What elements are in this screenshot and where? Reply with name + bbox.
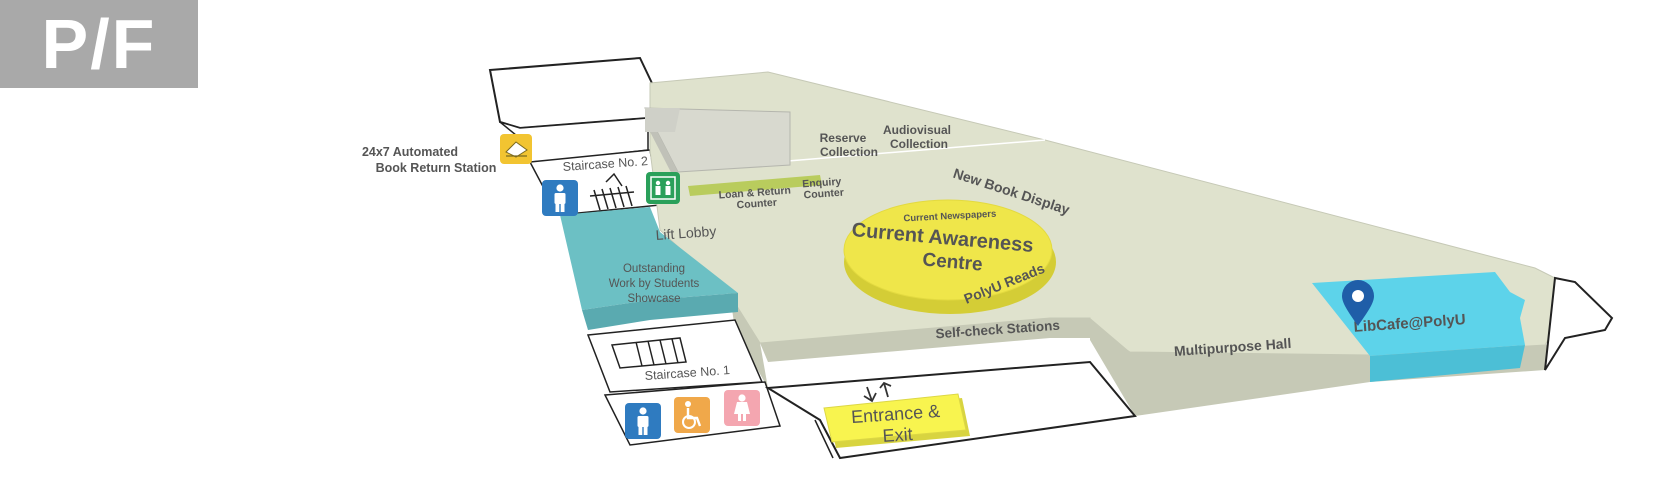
audiovisual-label-line2: Collection [890,137,948,151]
loan-return-label-line1: Loan & Return [718,184,791,201]
staircase-2-steps [589,172,635,211]
reserve-label-line2: Collection [820,145,878,159]
audiovisual-label-line1: Audiovisual [883,123,951,137]
floor-label: P/F [0,0,198,88]
loan-return-counter [688,175,822,196]
current-newspapers-label: Current Newspapers [903,209,996,225]
male-toilet-icon[interactable] [625,403,661,439]
loan-return-label-line2: Counter [736,197,777,212]
floor-left-side [730,295,768,388]
showcase-label-line1: Outstanding [623,263,685,275]
wheelchair-icon[interactable] [674,397,710,433]
enquiry-label-line2: Counter [803,187,844,202]
female-toilet-icon[interactable] [724,390,760,426]
staircase-2-label: Staircase No. 2 [562,154,648,174]
floor-front-side [760,318,1130,372]
staircase-1-label: Staircase No. 1 [644,363,730,383]
cac-label-line2: Centre [922,249,984,275]
showcase-side [582,293,738,330]
book-return-label-line1: 24x7 Automated [362,145,458,159]
entrance-divider [814,419,834,459]
location-pin-icon[interactable] [1342,280,1374,326]
enquiry-label-line1: Enquiry [802,176,842,191]
east-end-wall [1544,276,1614,371]
lift-shaft [645,108,680,132]
showcase-area [560,207,738,310]
storage-room [488,56,662,130]
reserve-label-line1: Reserve [820,131,867,145]
book-return-label-line2: Book Return Station [376,161,497,175]
book-return-icon[interactable] [500,134,532,164]
entrance-sign [823,393,967,443]
showcase-label-line2: Work by Students [609,278,700,290]
entrance-label-line2: Exit [882,424,913,446]
lift-icon[interactable] [646,172,680,204]
lift-lobby-label: Lift Lobby [655,223,717,243]
staircase-1-room [586,319,764,393]
libcafe-side [1370,345,1525,382]
floor-front-side-2 [1090,318,1560,416]
entrance-arrows-icon [863,381,892,403]
male-toilet-icon[interactable] [542,180,578,216]
current-awareness-centre [843,199,1053,301]
staircase-1-steps [610,337,687,369]
showcase-label-line3: Showcase [627,293,680,305]
